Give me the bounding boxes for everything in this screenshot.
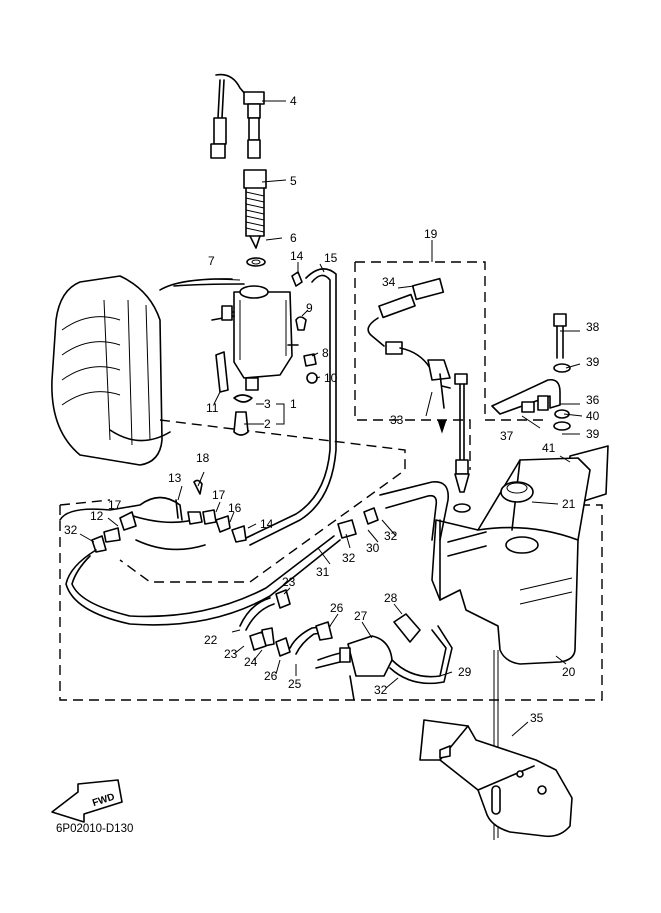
callout-32-left: 32 (64, 523, 78, 537)
hose-15 (249, 268, 337, 546)
filter-spring (243, 169, 267, 249)
callout-labels: 4 5 6 7 14 15 19 34 38 39 36 40 39 37 41… (64, 94, 600, 725)
inlet-hoses (239, 589, 333, 657)
leader-lines (79, 100, 583, 737)
callout-39-bottom: 39 (586, 427, 600, 441)
callout-28: 28 (384, 591, 398, 605)
tank-bracket (419, 719, 573, 838)
callout-32-mid: 32 (342, 551, 356, 565)
hose-15-inner (245, 274, 331, 539)
callout-35: 35 (530, 711, 544, 725)
clip-14-top (291, 271, 303, 287)
callout-8: 8 (322, 346, 329, 360)
callout-7: 7 (208, 254, 215, 268)
callout-34: 34 (382, 275, 396, 289)
callout-4: 4 (290, 94, 297, 108)
callout-31: 31 (316, 565, 330, 579)
oil-tank-group-outline (59, 499, 603, 701)
callout-22: 22 (204, 633, 218, 647)
callout-5: 5 (290, 174, 297, 188)
callout-9: 9 (306, 301, 313, 315)
callout-14-top: 14 (290, 249, 304, 263)
group-boundaries (59, 261, 603, 701)
callout-23-top: 23 (282, 575, 296, 589)
callout-30: 30 (366, 541, 380, 555)
engine-block (51, 275, 171, 466)
lower-hose-loop (65, 539, 341, 626)
clip-9 (295, 316, 307, 331)
callout-21: 21 (562, 497, 576, 511)
hose-to-tank-top (379, 481, 449, 541)
callout-15: 15 (324, 251, 338, 265)
joint-pipe (233, 411, 249, 436)
callout-32-right: 32 (384, 529, 398, 543)
clip-3 (233, 394, 253, 403)
washer-6 (246, 257, 266, 267)
callout-20: 20 (562, 665, 576, 679)
callout-16: 16 (228, 501, 242, 515)
callout-10: 10 (324, 371, 338, 385)
callout-26-right: 26 (330, 601, 344, 615)
lower-hose-loop-inner (71, 535, 335, 618)
callout-27: 27 (354, 609, 368, 623)
callout-25: 25 (288, 677, 302, 691)
left-hose-assembly (59, 479, 247, 553)
clip-11 (215, 351, 229, 393)
oil-level-sensor-assembly (367, 277, 471, 513)
oil-pump (315, 613, 453, 701)
callout-11: 11 (206, 401, 219, 415)
fitting-30 (337, 519, 357, 539)
diagram-code: 6P02010-D130 (56, 823, 133, 835)
sub-tank (211, 285, 299, 391)
callout-33: 33 (390, 413, 404, 427)
callout-17-left: 17 (108, 498, 122, 512)
callout-17-right: 17 (212, 488, 226, 502)
grommet-8 (303, 353, 317, 367)
callout-39-top: 39 (586, 355, 600, 369)
sensor-group-outline (354, 261, 545, 470)
callout-41: 41 (542, 441, 556, 455)
callout-23-bottom: 23 (224, 647, 238, 661)
callout-29: 29 (458, 665, 472, 679)
bolt-10 (306, 372, 318, 384)
callout-1: 1 (290, 397, 297, 411)
callout-36: 36 (586, 393, 600, 407)
callout-40: 40 (586, 409, 600, 423)
callout-12: 12 (90, 509, 104, 523)
callout-32-bottom: 32 (374, 683, 388, 697)
fwd-arrow-icon: FWD (51, 779, 123, 823)
callout-18: 18 (196, 451, 210, 465)
callout-3: 3 (264, 397, 271, 411)
callout-13: 13 (168, 471, 182, 485)
oil-level-sensor (210, 73, 265, 159)
oil-tank (431, 457, 591, 665)
callout-24: 24 (244, 655, 258, 669)
callout-26-left: 26 (264, 669, 278, 683)
callout-2: 2 (264, 417, 271, 431)
engine-group-outline (119, 419, 406, 583)
callout-37: 37 (500, 429, 514, 443)
callout-14-lower: 14 (260, 517, 274, 531)
callout-38: 38 (586, 320, 600, 334)
clip-32-center (363, 507, 379, 525)
callout-19: 19 (424, 227, 438, 241)
hose-7 (159, 278, 245, 291)
callout-6: 6 (290, 231, 297, 245)
